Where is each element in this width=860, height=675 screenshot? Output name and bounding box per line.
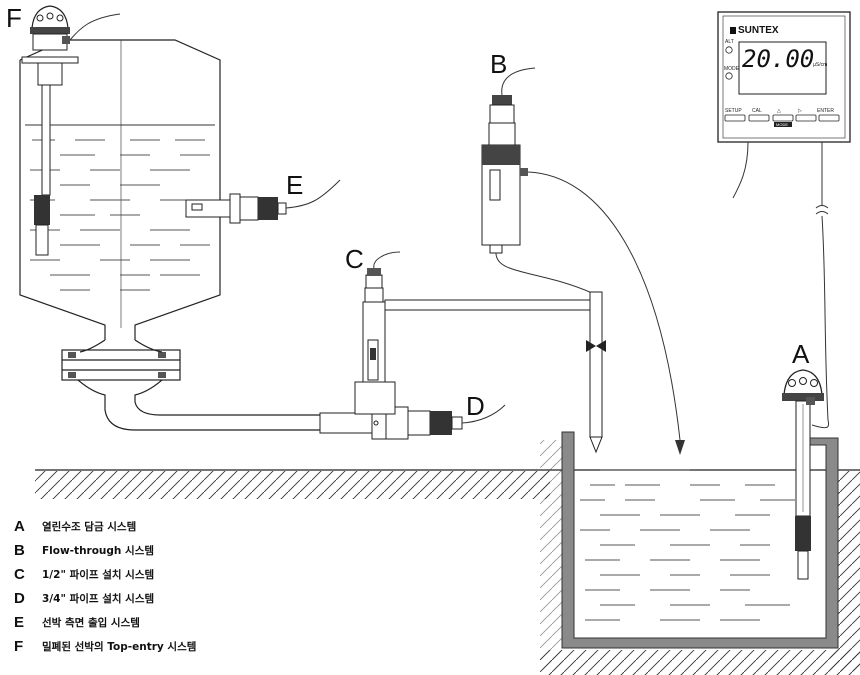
meter-cables (732, 141, 830, 429)
meter-mode-tag: MODE (776, 122, 788, 127)
meter-reading: 20.00 (742, 45, 814, 73)
meter-btn-enter-label: ENTER (817, 108, 834, 114)
legend-text-a: 열린수조 담금 시스템 (42, 520, 136, 533)
probe-c (354, 251, 596, 415)
label-e: E (286, 170, 303, 200)
legend-key-d: D (14, 590, 25, 607)
legend-text-b: Flow-through 시스템 (42, 545, 154, 557)
legend-key-b: B (14, 542, 25, 559)
legend-text-e: 선박 측면 출입 시스템 (42, 616, 140, 629)
label-f: F (6, 3, 22, 33)
probe-e (185, 179, 341, 224)
label-d: D (466, 391, 485, 421)
legend-text-c: 1/2" 파이프 설치 시스템 (42, 568, 154, 581)
legend-key-a: A (14, 518, 25, 535)
label-b: B (490, 49, 507, 79)
legend-text-d: 3/4" 파이프 설치 시스템 (42, 592, 154, 605)
meter-mode-label: MODE (724, 66, 740, 72)
meter-setup-button (724, 114, 746, 122)
brand-logo-icon (730, 27, 736, 34)
probe-d (319, 404, 506, 440)
probe-b (481, 67, 685, 455)
label-c: C (345, 244, 364, 274)
meter-btn-setup-label: SETUP (725, 108, 742, 114)
meter-unit: µS/cm (813, 62, 827, 68)
alt-indicator-icon (725, 46, 733, 54)
meter-right-button (795, 114, 817, 122)
meter-btn-cal-label: CAL (752, 108, 762, 114)
closed-vessel (19, 39, 330, 431)
label-a: A (792, 339, 810, 369)
legend-key-f: F (14, 638, 23, 655)
probe-a (782, 369, 824, 580)
meter-brand: SUNTEX (738, 25, 779, 36)
mode-indicator-icon (725, 72, 733, 80)
meter-cal-button (748, 114, 770, 122)
legend: A 열린수조 담금 시스템 B Flow-through 시스템 C 1/2" … (14, 518, 196, 655)
open-tank (561, 431, 839, 649)
legend-key-e: E (14, 614, 24, 631)
legend-key-c: C (14, 566, 25, 583)
meter-btn-up-label: △ (777, 108, 781, 114)
controller-meter: SUNTEX 20.00 µS/cm ALT MODE SETUP CAL △ … (717, 11, 851, 143)
meter-alt-label: ALT (725, 39, 734, 45)
meter-enter-button (818, 114, 840, 122)
meter-btn-right-label: ▷ (798, 108, 802, 114)
probe-f (21, 5, 121, 256)
legend-text-f: 밀폐된 선박의 Top-entry 시스템 (42, 640, 196, 653)
meter-up-button (772, 114, 794, 122)
